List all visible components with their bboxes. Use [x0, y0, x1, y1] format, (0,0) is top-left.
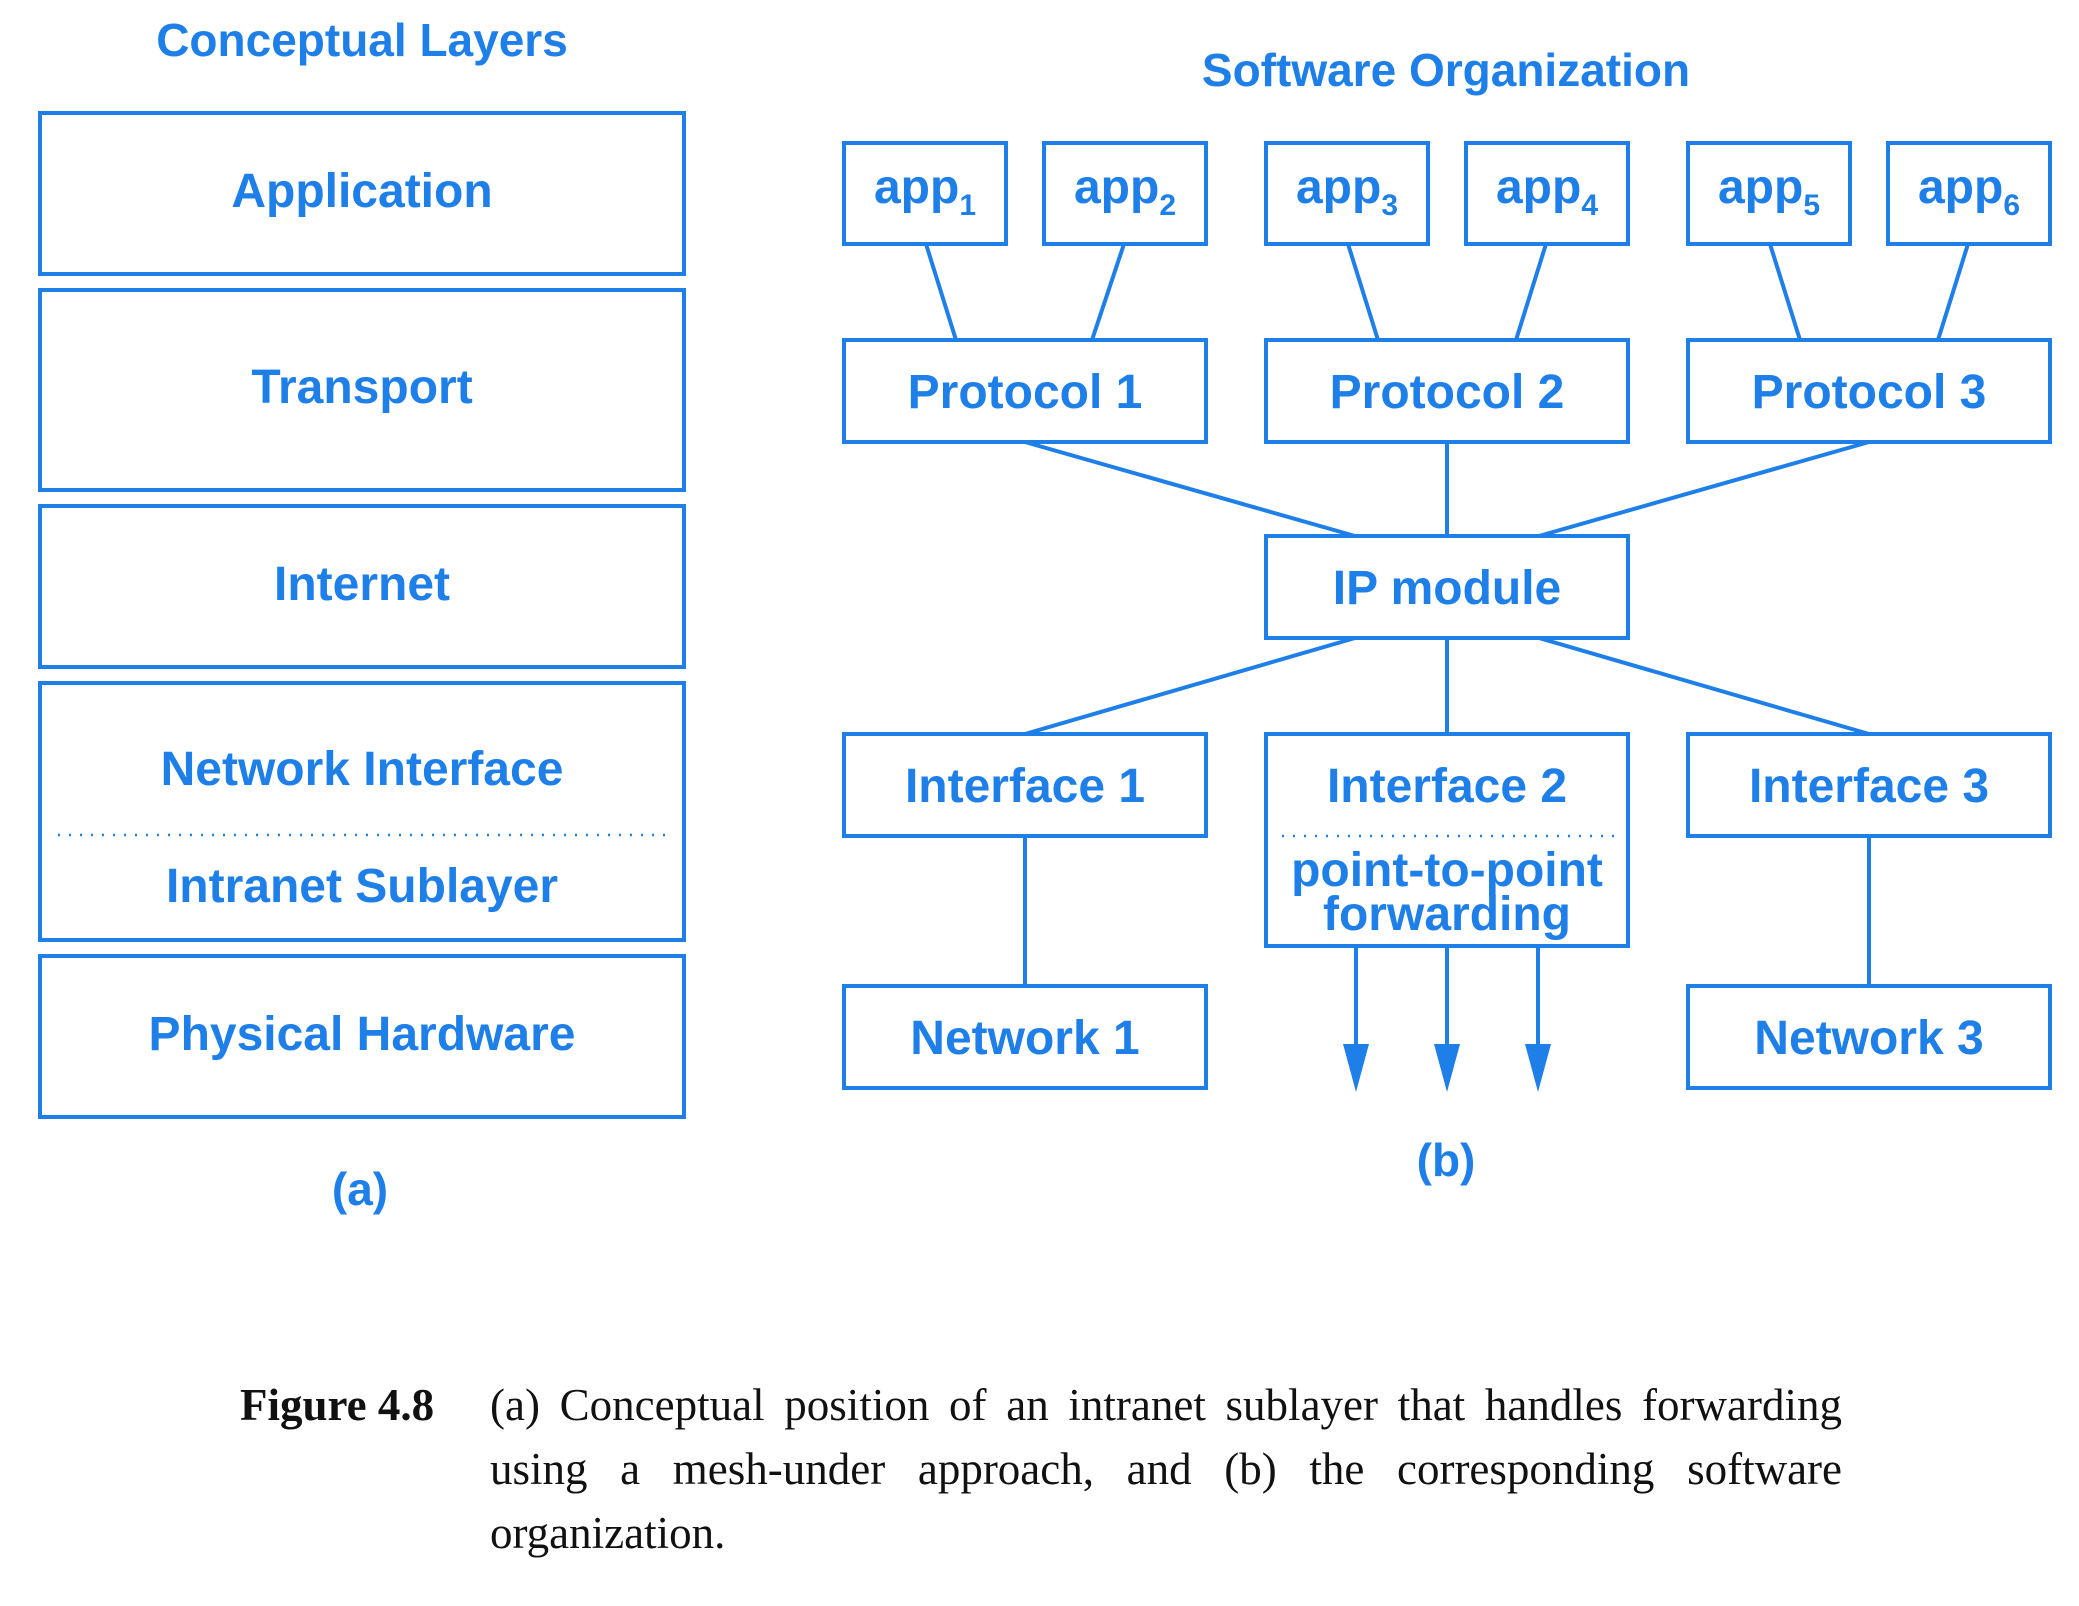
layer-physical-hardware-label: Physical Hardware — [149, 1008, 576, 1061]
app6-box — [1886, 141, 2052, 246]
interface1-label: Interface 1 — [905, 760, 1145, 813]
protocol1-label: Protocol 1 — [908, 366, 1143, 419]
app6-label: app6 — [1918, 161, 2020, 222]
app4-label: app4 — [1496, 161, 1598, 222]
app2-label: app2 — [1074, 161, 1176, 222]
layer-physical-hardware-box — [38, 954, 686, 1119]
app5-protocol3-line — [1768, 243, 1802, 341]
layer-network-interface-label: Network Interface — [161, 743, 564, 796]
ip-module-label: IP module — [1333, 562, 1562, 615]
interface2-label: Interface 2 — [1327, 760, 1567, 813]
app4-box — [1464, 141, 1630, 246]
app2-protocol1-line — [1090, 243, 1126, 341]
ip-interface1-line — [1024, 636, 1356, 736]
protocol3-ip-line — [1538, 440, 1870, 538]
forwarding-label-line2: forwarding — [1323, 888, 1571, 941]
interface2-box — [1264, 732, 1630, 948]
app1-label: app1 — [874, 161, 976, 222]
app3-label: app3 — [1296, 161, 1398, 222]
app5-label: app5 — [1718, 161, 1820, 222]
protocol3-label: Protocol 3 — [1752, 366, 1987, 419]
interface1-box — [842, 732, 1208, 838]
panel-b: Software Organization app1 app2 — [842, 44, 2052, 1186]
protocol-boxes: Protocol 1 Protocol 2 Protocol 3 — [842, 338, 2052, 444]
app2-box — [1042, 141, 1208, 246]
caption-text: (a) Conceptual position of an intranet s… — [490, 1380, 1842, 1558]
app-boxes: app1 app2 app3 app4 app5 app6 — [842, 141, 2052, 246]
app3-box — [1264, 141, 1430, 246]
network-boxes: Network 1 Network 3 — [842, 984, 2052, 1090]
layer-network-interface-box — [38, 681, 686, 942]
network3-label: Network 3 — [1754, 1012, 1983, 1065]
app1-protocol1-line — [924, 243, 958, 341]
ip-module-box — [1264, 534, 1630, 640]
protocol3-box — [1686, 338, 2052, 444]
panel-a-tag: (a) — [332, 1163, 388, 1215]
protocol2-label: Protocol 2 — [1330, 366, 1565, 419]
network1-label: Network 1 — [910, 1012, 1139, 1065]
layer-transport-box — [38, 288, 686, 492]
app3-protocol2-line — [1346, 243, 1380, 341]
caption-label: Figure 4.8 — [240, 1380, 435, 1430]
protocol2-box — [1264, 338, 1630, 444]
forwarding-arrows — [1343, 946, 1551, 1092]
panel-a: Conceptual Layers Application Transport … — [38, 14, 686, 1215]
forward-arrow-2-head — [1434, 1044, 1460, 1092]
network1-box — [842, 984, 1208, 1090]
network3-box — [1686, 984, 2052, 1090]
app5-box — [1686, 141, 1852, 246]
layer-internet-label: Internet — [274, 558, 450, 611]
ip-interface3-line — [1538, 636, 1870, 736]
app4-protocol2-line — [1514, 243, 1548, 341]
app6-protocol3-line — [1936, 243, 1970, 341]
forwarding-label-line1: point-to-point — [1291, 844, 1603, 897]
layer-transport-label: Transport — [251, 361, 472, 414]
layer-application-label: Application — [231, 165, 492, 218]
interface3-box — [1686, 732, 2052, 838]
panel-b-title: Software Organization — [1202, 44, 1690, 96]
protocol1-box — [842, 338, 1208, 444]
app1-box — [842, 141, 1008, 246]
layer-intranet-sublayer-label: Intranet Sublayer — [166, 860, 558, 913]
forward-arrow-1-head — [1343, 1044, 1369, 1092]
connector-lines — [924, 243, 1970, 986]
protocol1-ip-line — [1024, 440, 1356, 538]
interface-boxes: Interface 1 Interface 2 point-to-point f… — [842, 732, 2052, 948]
layer-application-box — [38, 111, 686, 276]
panel-a-title: Conceptual Layers — [156, 14, 568, 66]
interface3-label: Interface 3 — [1749, 760, 1989, 813]
panel-b-tag: (b) — [1417, 1134, 1476, 1186]
forward-arrow-3-head — [1525, 1044, 1551, 1092]
layer-internet-box — [38, 504, 686, 669]
